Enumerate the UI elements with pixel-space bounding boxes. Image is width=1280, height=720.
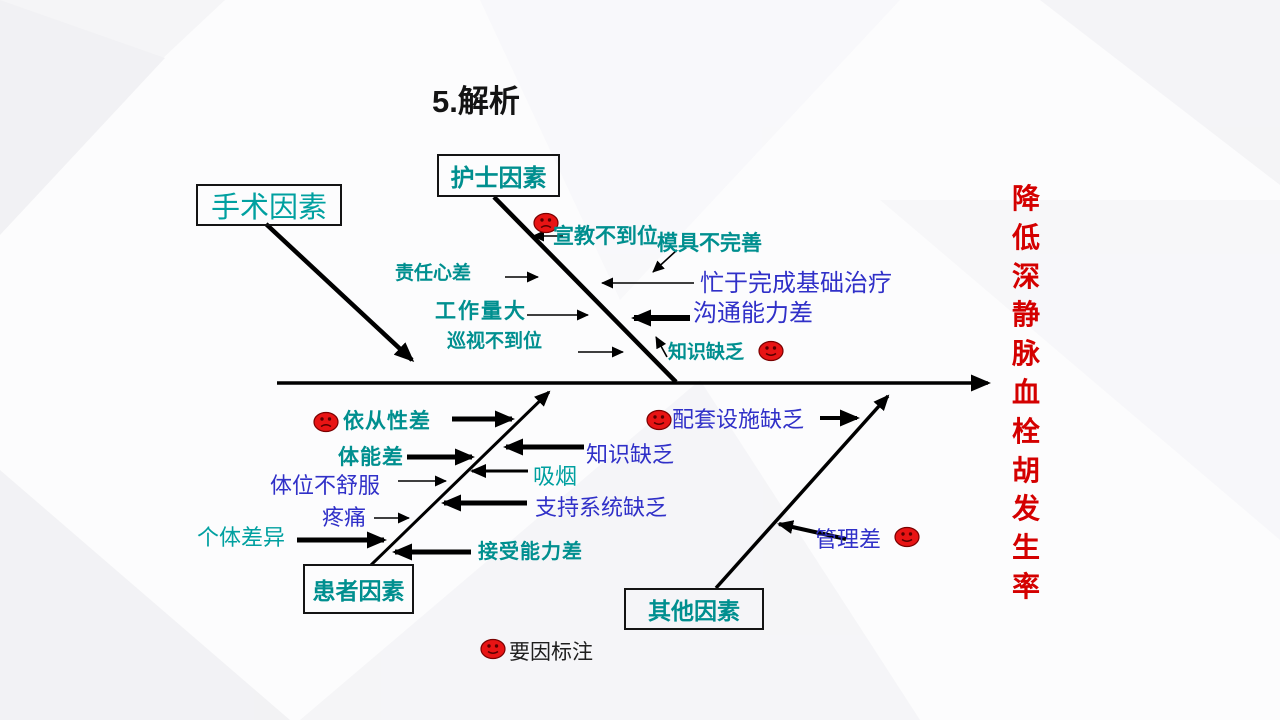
- category-box-nurse: 护士因素: [437, 154, 560, 197]
- cause-device-imperfect: 模具不完善: [657, 232, 762, 255]
- cause-heavy-workload: 工作量大: [435, 300, 527, 323]
- legend-key-cause-marker: [480, 638, 506, 660]
- category-label-patient: 患者因素: [312, 578, 405, 604]
- cause-poor-management: 管理差: [815, 527, 882, 552]
- category-box-surgery: 手术因素: [196, 184, 342, 226]
- cause-individual-difference: 个体差异: [197, 525, 286, 550]
- cause-busy-basic-care: 忙于完成基础治疗: [700, 270, 892, 297]
- cause-pain: 疼痛: [322, 505, 367, 530]
- cause-smoking: 吸烟: [533, 464, 578, 489]
- arrow-poor-management: [777, 520, 847, 541]
- key-cause-marker-poor-compliance: [313, 411, 339, 433]
- other-bone: [714, 394, 890, 590]
- category-box-other: 其他因素: [624, 588, 764, 630]
- cause-support-system-lack: 支持系统缺乏: [535, 495, 668, 520]
- category-label-surgery: 手术因素: [210, 192, 327, 224]
- patient-bone: [369, 390, 551, 567]
- cause-rounds-gap: 巡视不到位: [447, 331, 543, 352]
- key-cause-marker-poor-management: [894, 526, 920, 548]
- cause-education-gap: 宣教不到位: [553, 225, 658, 248]
- cause-poor-compliance: 依从性差: [343, 410, 431, 433]
- fishbone-bones: [264, 195, 991, 590]
- category-box-patient: 患者因素: [303, 564, 414, 614]
- arrow-knowledge-lack-nurse: [655, 336, 668, 358]
- nurse-bone: [492, 195, 678, 384]
- cause-poor-fitness: 体能差: [338, 446, 404, 469]
- cause-poor-acceptance: 接受能力差: [478, 541, 583, 563]
- key-cause-markers: [313, 212, 920, 660]
- page-title: 5.解析: [432, 84, 520, 119]
- cause-poor-communication: 沟通能力差: [693, 300, 813, 327]
- key-cause-marker-knowledge-lack-nurse: [758, 340, 784, 362]
- arrow-device-imperfect: [652, 249, 678, 273]
- cause-position-discomfort: 体位不舒服: [270, 473, 381, 498]
- cause-knowledge-lack-patient: 知识缺乏: [586, 442, 675, 467]
- category-label-other: 其他因素: [648, 598, 740, 624]
- surgery-bone: [264, 222, 415, 363]
- key-cause-marker-education-gap: [533, 212, 559, 234]
- key-cause-marker-facility-lack: [646, 409, 672, 431]
- cause-facility-lack: 配套设施缺乏: [672, 407, 805, 432]
- category-label-nurse: 护士因素: [450, 165, 547, 192]
- cause-responsibility-poor: 责任心差: [395, 263, 472, 284]
- cause-knowledge-lack-nurse: 知识缺乏: [668, 342, 745, 363]
- goal-text: 降低深静脉血栓胡发生率: [1011, 183, 1040, 602]
- legend-label: 要因标注: [509, 641, 593, 664]
